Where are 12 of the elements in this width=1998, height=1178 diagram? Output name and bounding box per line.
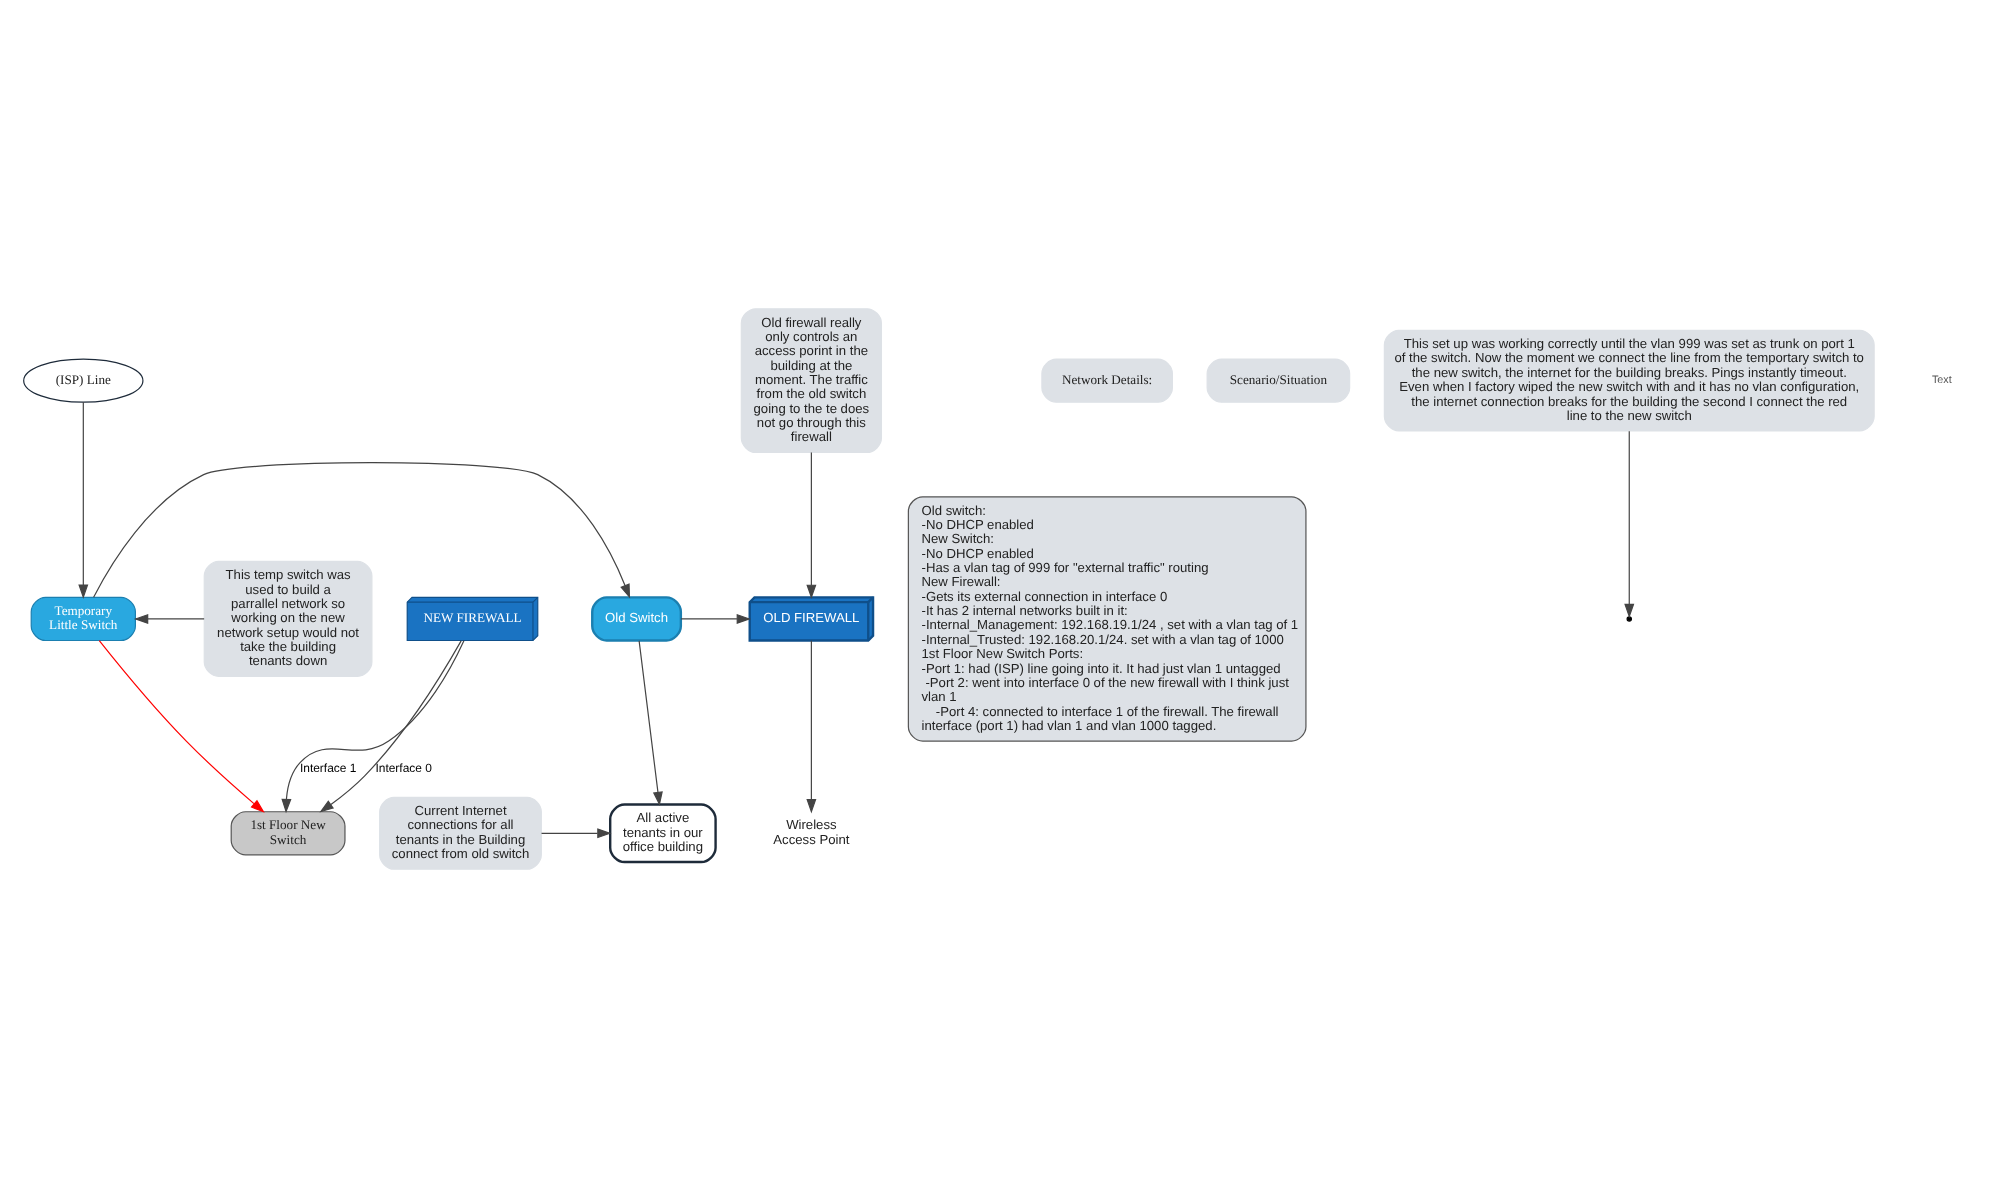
arrow [638,640,663,807]
arrow [78,401,89,599]
arrow [133,613,205,624]
arrow [540,828,612,839]
arrow [93,462,631,599]
arrow [319,640,462,813]
arrow [98,639,265,813]
arrow [680,613,752,624]
arrow [1624,430,1635,619]
arrow [281,640,465,814]
arrow [806,640,817,814]
arrow [806,452,817,600]
